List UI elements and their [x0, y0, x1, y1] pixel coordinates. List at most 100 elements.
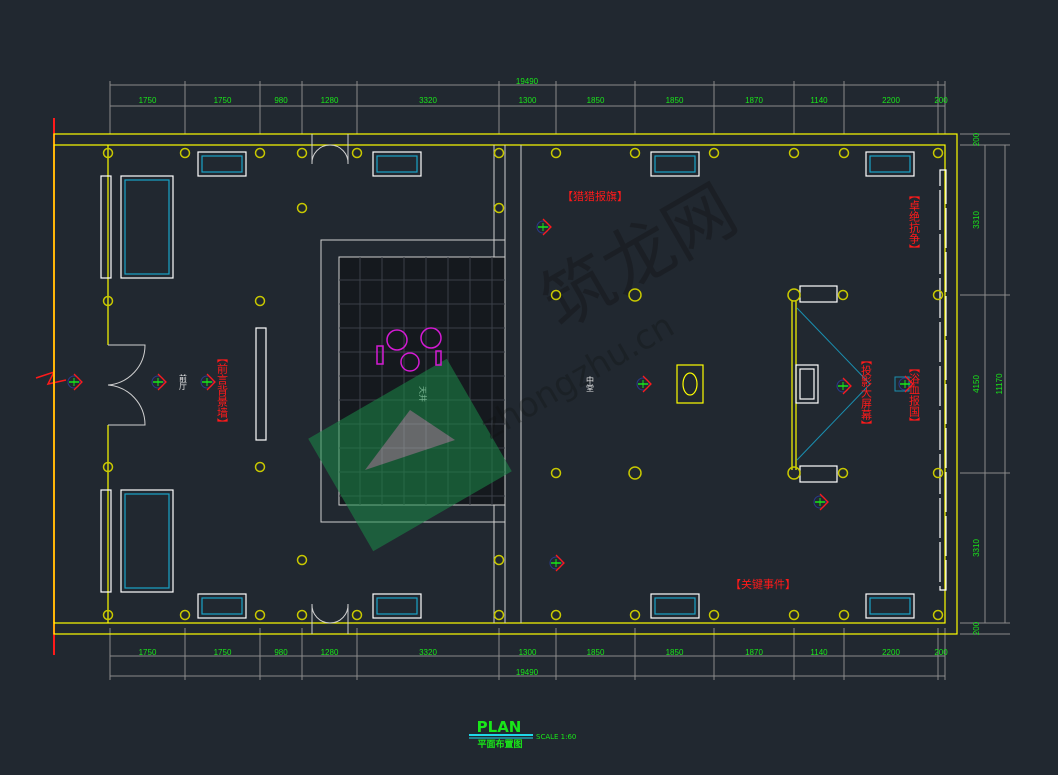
break-mark-icon	[35, 370, 67, 386]
scale-text: SCALE 1:60	[536, 733, 576, 741]
column	[787, 288, 801, 302]
dimension-label: 4150	[972, 375, 981, 393]
elevation-marker-icon	[836, 377, 852, 395]
column	[837, 467, 849, 479]
column	[296, 554, 308, 566]
elevation-marker-icon	[813, 493, 829, 511]
label-foyer: 前厅	[179, 373, 188, 390]
plan-title: PLAN	[477, 718, 522, 736]
column	[179, 147, 191, 159]
dimension-label: 1850	[587, 648, 605, 657]
label-struggle: 【卓绝抗争】	[908, 189, 921, 255]
display-case	[650, 593, 700, 619]
column	[838, 609, 850, 621]
column	[493, 554, 505, 566]
bottom-total-dimension: 19490	[516, 668, 539, 677]
dimension-label: 200	[934, 96, 948, 105]
label-preface-wall: 【前言背景墙】	[216, 352, 229, 429]
visitor-figures	[376, 327, 442, 372]
dimension-label: 2200	[882, 648, 900, 657]
dimension-label: 1140	[810, 648, 828, 657]
elevation-marker-icon	[898, 375, 914, 393]
right-total-dimension: 11170	[995, 373, 1004, 395]
column	[932, 467, 944, 479]
column	[550, 147, 562, 159]
column	[102, 295, 114, 307]
elevation-marker-icon	[151, 373, 167, 391]
label-bloodshed: 【浴血报国】	[908, 362, 921, 428]
column	[708, 609, 720, 621]
elevation-marker-icon	[200, 373, 216, 391]
column	[296, 202, 308, 214]
dimension-label: 3310	[972, 211, 981, 229]
column	[254, 147, 266, 159]
side-showcases	[100, 169, 947, 593]
dimension-label: 1750	[139, 648, 157, 657]
column	[837, 289, 849, 301]
column	[628, 288, 642, 302]
elevation-marker-icon	[636, 375, 652, 393]
label-events: 【关键事件】	[730, 577, 796, 591]
column	[296, 147, 308, 159]
column	[932, 289, 944, 301]
column	[550, 609, 562, 621]
column	[296, 609, 308, 621]
dimension-label: 1850	[587, 96, 605, 105]
dimension-label: 1750	[214, 648, 232, 657]
column	[788, 147, 800, 159]
column	[179, 609, 191, 621]
dimension-label: 1870	[745, 648, 763, 657]
display-case	[372, 593, 422, 619]
dimension-label: 1750	[139, 96, 157, 105]
dimension-label: 1280	[321, 648, 339, 657]
display-case	[865, 593, 915, 619]
dimension-label: 1850	[666, 96, 684, 105]
column	[351, 609, 363, 621]
column	[550, 289, 562, 301]
dimension-label: 1300	[519, 648, 537, 657]
dimension-label: 200	[934, 648, 948, 657]
column	[629, 147, 641, 159]
dimension-label: 200	[972, 132, 981, 146]
dimension-label: 1280	[321, 96, 339, 105]
dimension-label: 1870	[745, 96, 763, 105]
column	[254, 461, 266, 473]
elevation-marker-icon	[549, 554, 565, 572]
columns	[102, 147, 944, 621]
column	[932, 147, 944, 159]
dimension-label: 980	[274, 648, 288, 657]
column	[102, 461, 114, 473]
dimension-label: 980	[274, 96, 288, 105]
elevation-marker-icon	[67, 373, 83, 391]
column	[254, 609, 266, 621]
dimension-label: 200	[972, 621, 981, 635]
dimension-label: 3320	[419, 96, 437, 105]
dimension-label: 1750	[214, 96, 232, 105]
elevation-marker-icon	[536, 218, 552, 236]
column	[493, 147, 505, 159]
plan-subtitle: 平面布置图	[477, 738, 522, 750]
column	[102, 147, 114, 159]
column	[708, 147, 720, 159]
dimension-label: 2200	[882, 96, 900, 105]
column	[787, 466, 801, 480]
column	[254, 295, 266, 307]
column	[838, 147, 850, 159]
column	[102, 609, 114, 621]
column	[550, 467, 562, 479]
dimension-lines	[109, 81, 1010, 680]
dimension-label: 1140	[810, 96, 828, 105]
dimension-label: 1300	[519, 96, 537, 105]
dimension-label: 3310	[972, 539, 981, 557]
display-case	[197, 151, 247, 177]
display-case	[372, 151, 422, 177]
label-projection: 【投影大屏幕】	[860, 354, 873, 431]
elevation-markers	[67, 218, 914, 572]
top-total-dimension: 19490	[516, 77, 539, 86]
column	[932, 609, 944, 621]
display-case	[197, 593, 247, 619]
dimension-label: 1850	[666, 648, 684, 657]
column	[628, 466, 642, 480]
column	[351, 147, 363, 159]
